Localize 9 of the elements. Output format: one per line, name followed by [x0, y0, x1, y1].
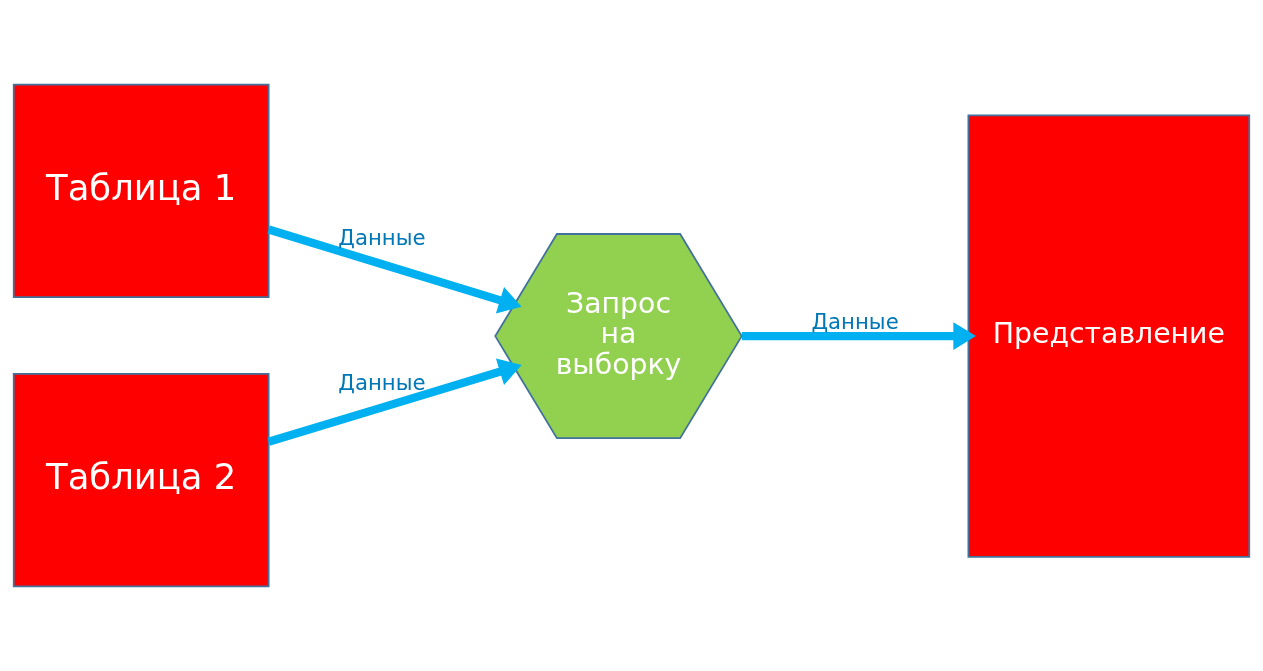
edge-label: Данные — [338, 369, 426, 395]
arrow — [267, 225, 522, 314]
edge-label: Данные — [811, 309, 899, 335]
node-box: Таблица 2 — [12, 372, 270, 588]
arrow — [267, 358, 522, 446]
node-box: Таблица 1 — [12, 83, 270, 299]
edge-label: Данные — [338, 224, 426, 250]
arrow — [741, 322, 976, 350]
node-box: Представление — [967, 114, 1251, 558]
